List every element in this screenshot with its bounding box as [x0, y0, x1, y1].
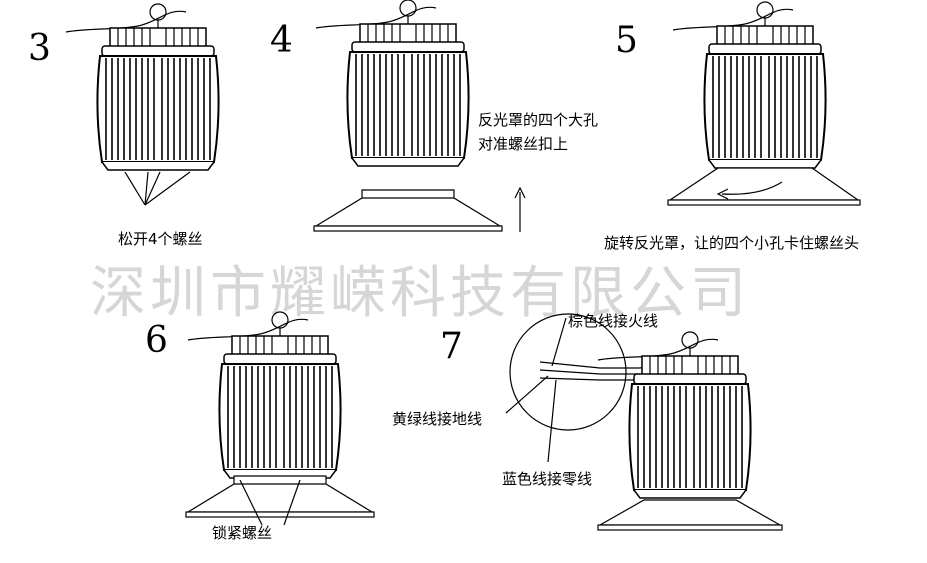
- step-5: 5 旋转反光罩，让的四个小孔卡住螺丝头: [604, 1, 861, 252]
- blue-wire-label: 蓝色线接零线: [502, 470, 592, 488]
- watermark-text: 深圳市耀嵘科技有限公司: [90, 261, 750, 326]
- screw-pointer-lines: [124, 171, 191, 206]
- lamp-figure: [187, 311, 342, 479]
- step-caption: 锁紧螺丝: [212, 524, 272, 542]
- lamp-figure: [597, 331, 752, 499]
- reflector-figure: [597, 499, 783, 531]
- step-3: 3 松开4个螺丝: [28, 3, 220, 248]
- up-arrow-icon: [514, 186, 526, 232]
- step-number: 5: [615, 20, 638, 61]
- lamp-figure: [65, 3, 220, 171]
- step-4: 4 反光罩的四个大孔 对准螺丝扣上: [270, 0, 598, 232]
- step-number: 4: [270, 20, 293, 61]
- rotate-arrow-icon: [716, 181, 783, 200]
- reflector-figure: [667, 167, 861, 206]
- wire-pointer-lines: [505, 317, 567, 463]
- lamp-figure: [672, 1, 827, 169]
- lamp-figure: [315, 0, 470, 167]
- step-number: 7: [440, 326, 463, 367]
- step-caption: 旋转反光罩，让的四个小孔卡住螺丝头: [604, 234, 859, 252]
- step-7: 7 棕色线接火线 黄绿线接地线 蓝色线接零线: [392, 312, 783, 531]
- brown-wire-label: 棕色线接火线: [568, 312, 658, 330]
- step-6: 6 锁紧螺丝: [145, 311, 375, 542]
- reflector-figure: [185, 475, 375, 518]
- step-number: 3: [28, 28, 51, 69]
- step-caption-line-2: 对准螺丝扣上: [478, 135, 568, 153]
- reflector-figure: [313, 189, 503, 232]
- step-caption-line-1: 反光罩的四个大孔: [478, 111, 598, 129]
- wire-detail-circle: [509, 313, 681, 431]
- step-number: 6: [145, 320, 168, 361]
- step-caption: 松开4个螺丝: [118, 230, 203, 248]
- screw-pointer-lines: [239, 479, 301, 526]
- yellow-green-wire-label: 黄绿线接地线: [392, 410, 482, 428]
